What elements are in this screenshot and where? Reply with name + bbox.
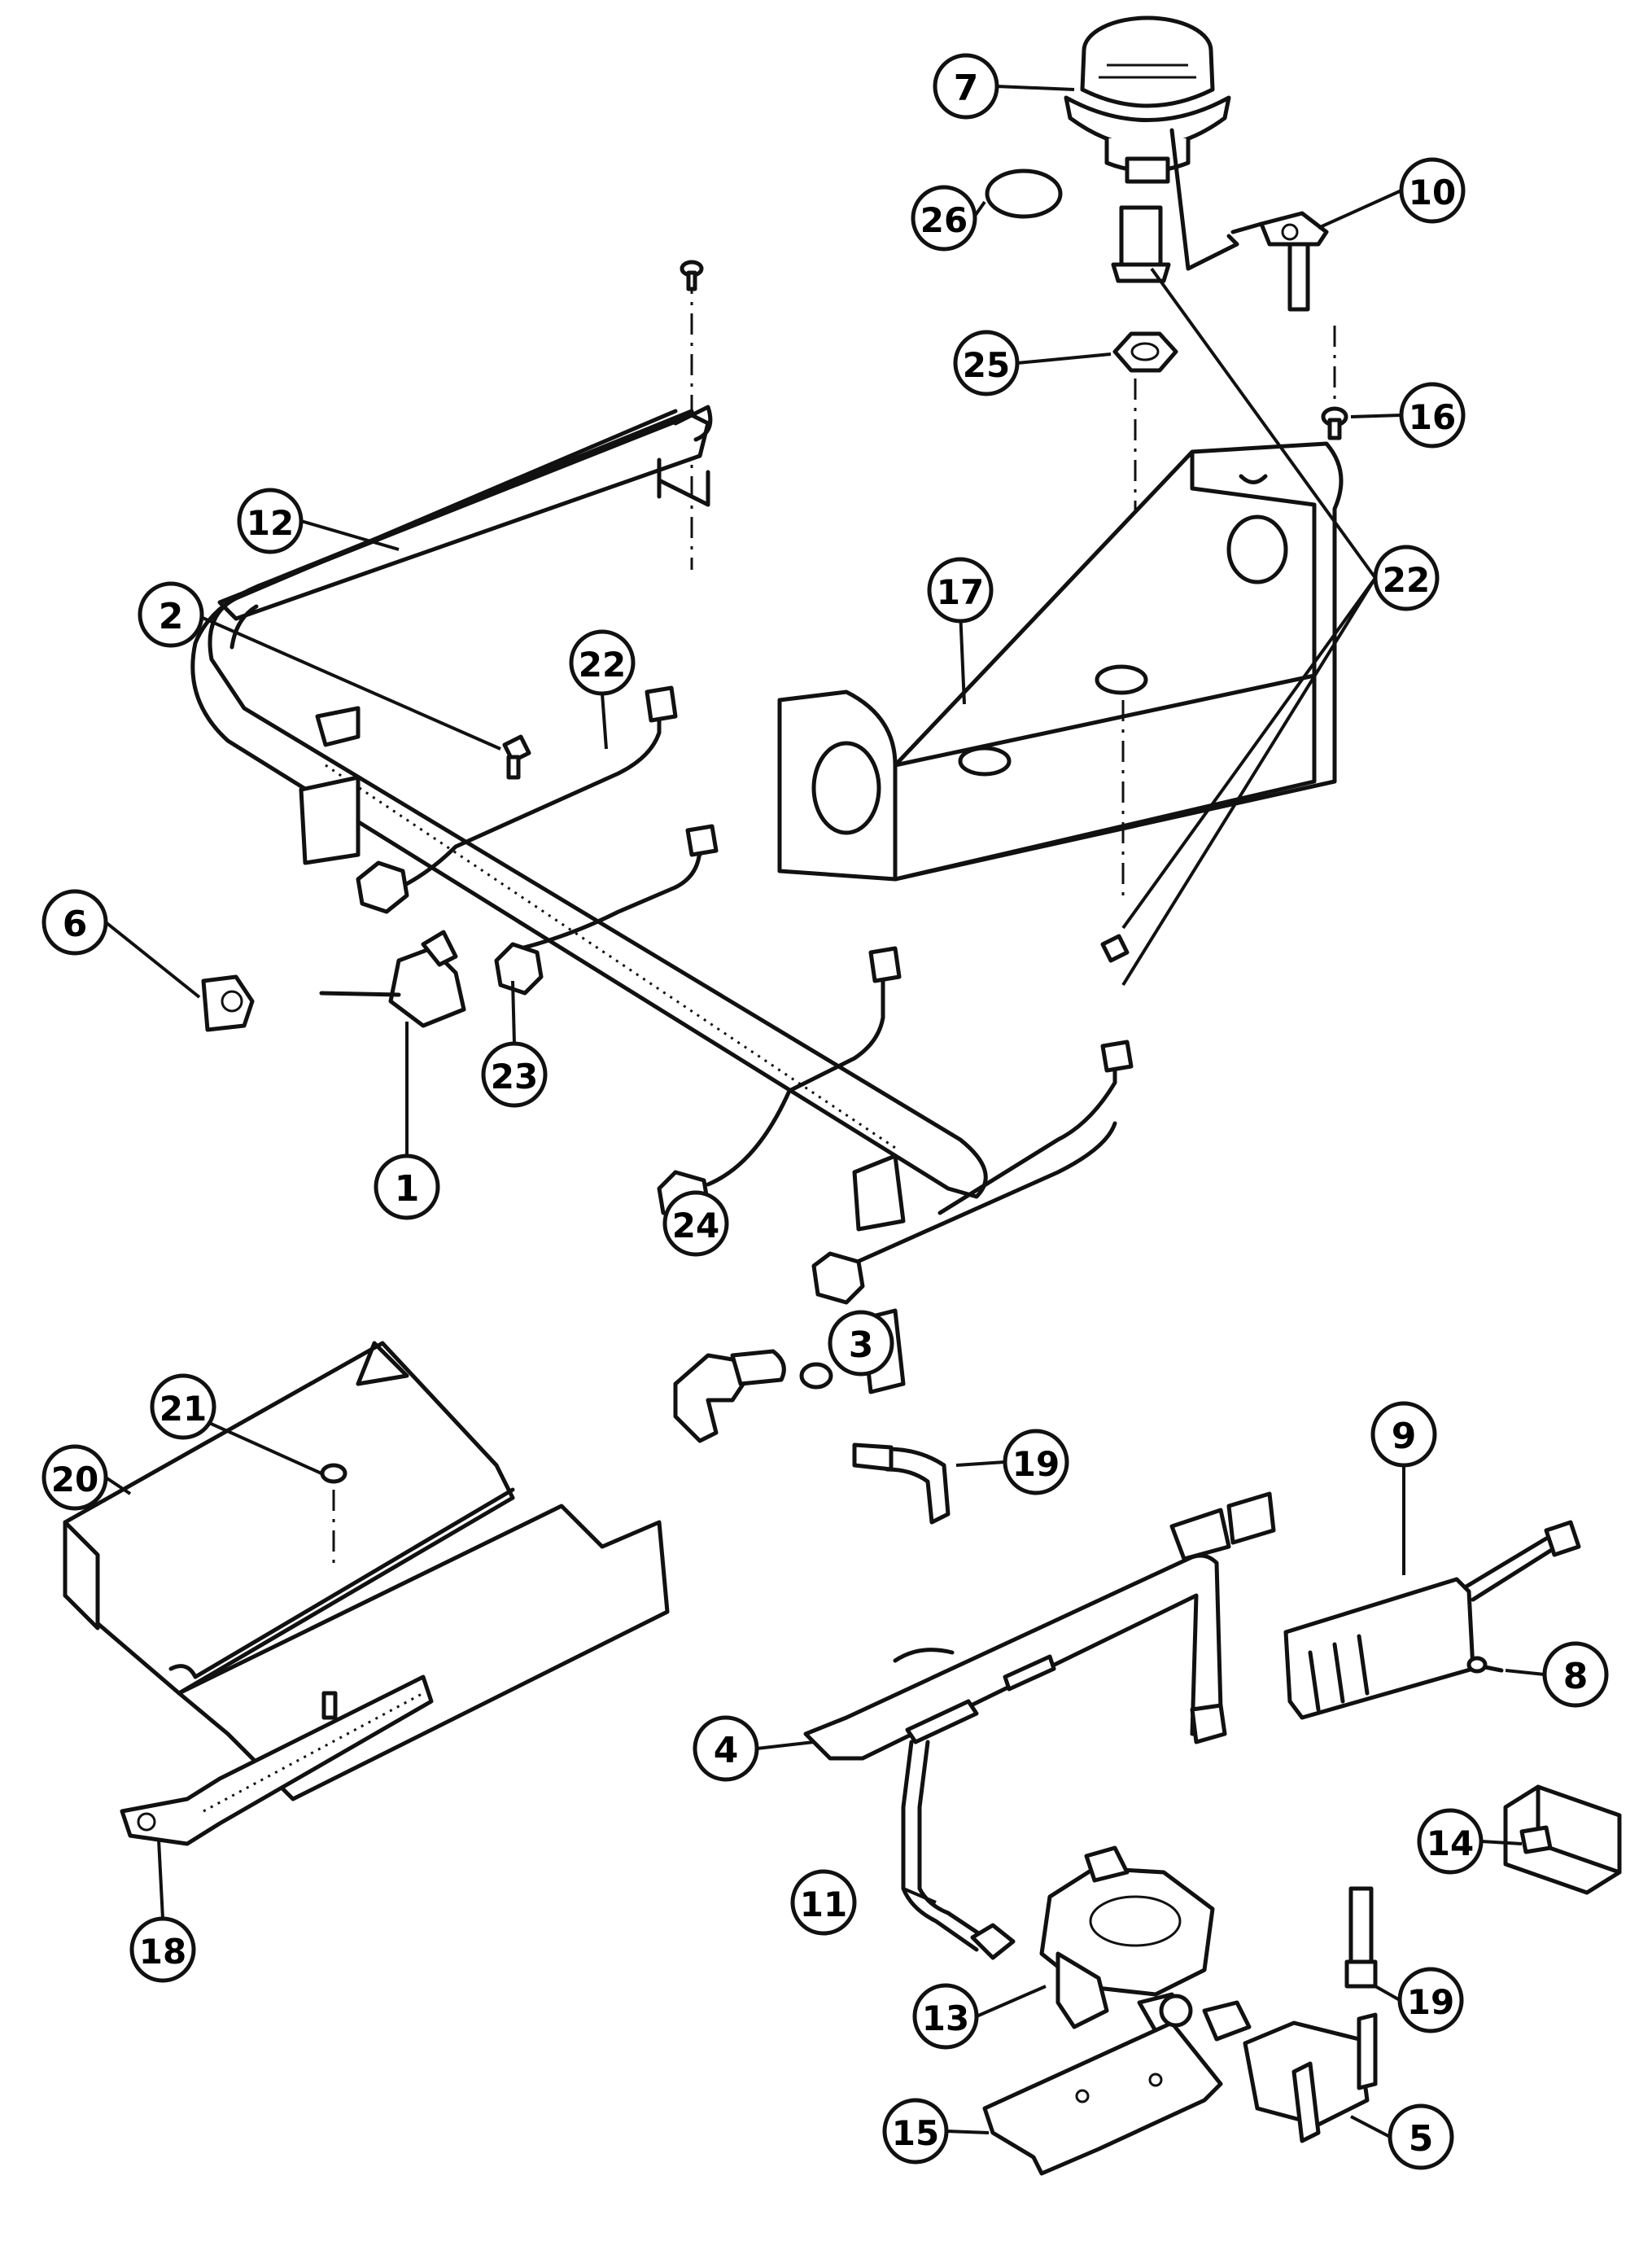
callout-label: 2 [159,596,184,637]
callout-label: 5 [1409,2118,1434,2160]
callout-c4: 4 [693,1715,759,1782]
callout-label: 26 [920,200,968,240]
burner-bracket-part [777,441,1344,882]
callout-c21: 21 [150,1373,216,1440]
callout-c8: 8 [1542,1641,1609,1708]
leader-lines [104,85,1545,2138]
callout-c25: 25 [953,330,1020,396]
manifold-tube-part [190,405,988,1199]
callout-c15: 15 [882,2098,949,2165]
callout-label: 3 [849,1324,874,1366]
callout-label: 21 [160,1389,207,1429]
callout-c17: 17 [927,557,994,624]
gas-tubes-part [380,685,1134,1276]
top-screw-part [680,260,704,291]
callout-c22a: 22 [569,629,636,696]
hex-nut-part [1112,331,1178,373]
fitting-2-part [502,734,531,780]
switch-block-part [1503,1784,1622,1895]
callout-c14: 14 [1417,1808,1484,1875]
callout-c19b: 19 [1397,1967,1464,2033]
callout-c11: 11 [790,1869,857,1936]
valve-lever-part [201,930,466,1032]
manifold-brackets-part [299,775,906,1394]
callout-label: 18 [139,1932,186,1972]
callout-c9: 9 [1370,1401,1437,1468]
callout-label: 6 [63,904,88,945]
callout-c3: 3 [828,1310,894,1377]
callout-c23: 23 [481,1041,548,1108]
igniter-part [1283,1520,1581,1720]
pilot-bracket-part [673,1349,833,1443]
pressure-regulator-part [1039,1845,1215,2033]
callout-label: 12 [247,503,294,543]
tube-19-upper-part [852,1442,951,1525]
burner-shield-part [63,1341,670,1801]
callout-c22b: 22 [1373,545,1440,611]
callout-label: 4 [714,1730,739,1771]
callout-c2: 2 [138,581,204,648]
callout-label: 17 [937,572,984,612]
callout-label: 13 [922,1998,969,2038]
callout-c10: 10 [1399,157,1466,224]
screw-8-part [1466,1656,1504,1674]
callout-label: 7 [954,68,979,109]
callout-c26: 26 [911,185,977,252]
callout-label: 25 [963,345,1010,385]
callout-label: 22 [579,645,626,685]
callout-c1: 1 [374,1153,440,1220]
broil-burner-part [120,1674,434,1846]
callout-label: 14 [1427,1823,1474,1863]
callout-label: 16 [1409,397,1456,437]
callout-c20: 20 [42,1444,108,1511]
callout-label: 23 [491,1057,538,1097]
callout-c7: 7 [933,53,999,120]
tube-19-lower-part [1344,1886,1378,1989]
callout-label: 19 [1407,1982,1454,2022]
callout-c13: 13 [912,1983,979,2050]
tube-fitting-22-part [1100,934,1130,963]
callout-c24: 24 [662,1190,729,1257]
callout-c6: 6 [42,889,108,956]
callout-label: 22 [1383,560,1430,600]
callout-label: 11 [800,1884,847,1924]
callout-c5: 5 [1388,2103,1454,2170]
o-ring-part [985,169,1063,219]
callout-label: 10 [1409,173,1456,212]
mounting-plate-part [982,2020,1223,2176]
callout-c12: 12 [237,488,304,554]
callout-label: 1 [395,1168,420,1210]
callout-label: 9 [1392,1416,1417,1457]
callout-label: 24 [672,1206,719,1245]
gas-tube-11-part [901,1740,1016,1960]
safety-valve-part [1159,1994,1378,2143]
callout-c18: 18 [129,1916,196,1983]
burner-cap-part [1064,15,1231,184]
callout-label: 19 [1012,1444,1060,1484]
oven-burner-part [803,1491,1276,1761]
callout-c16: 16 [1399,382,1466,449]
callout-label: 20 [51,1460,98,1499]
orifice-part [1111,205,1171,283]
callout-label: 15 [892,2113,939,2153]
callout-c19a: 19 [1003,1429,1069,1495]
electrode-part [1169,128,1329,312]
callout-label: 8 [1563,1656,1589,1697]
hex-fittings-part [356,860,865,1305]
screw-16-part [1321,406,1348,440]
